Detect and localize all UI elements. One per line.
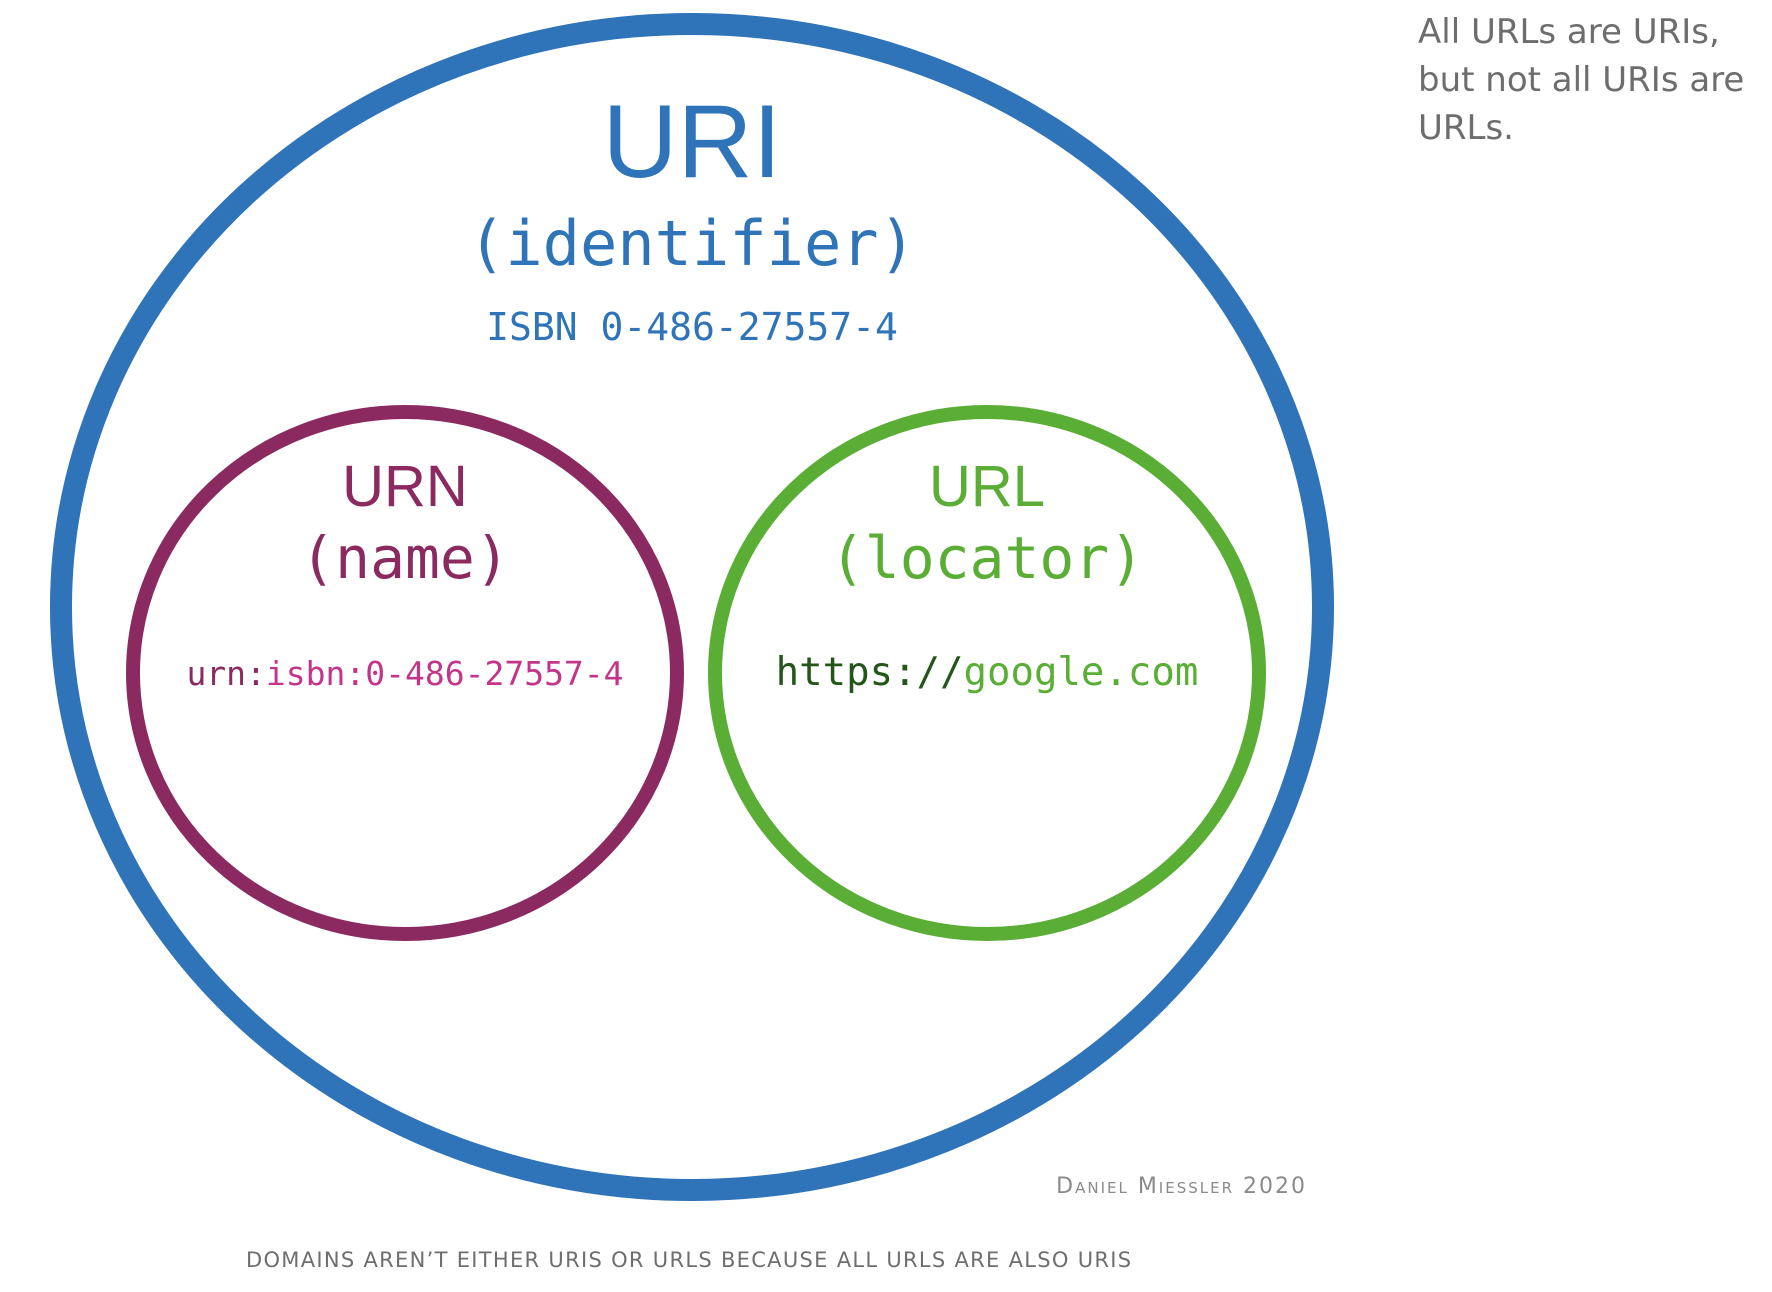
- url-circle: [708, 405, 1266, 941]
- url-example-rest: google.com: [964, 650, 1199, 695]
- credit-text: Daniel Miessler 2020: [1056, 1174, 1307, 1199]
- urn-circle: [126, 405, 684, 941]
- url-title: URL: [929, 454, 1045, 519]
- url-subtitle: (locator): [830, 524, 1144, 592]
- uri-circle: [50, 13, 1334, 1201]
- uri-subtitle: (identifier): [468, 207, 916, 280]
- uri-title: URI: [602, 84, 781, 200]
- url-example-prefix: https://: [776, 650, 964, 695]
- urn-example: urn:isbn:0-486-27557-4: [186, 654, 623, 693]
- uri-example: ISBN 0-486-27557-4: [486, 305, 898, 349]
- url-example: https://google.com: [776, 650, 1199, 695]
- urn-subtitle: (name): [300, 524, 510, 592]
- footer-caption: DOMAINS AREN’T EITHER URIS OR URLS BECAU…: [246, 1248, 1132, 1272]
- urn-example-prefix: urn:: [186, 654, 265, 693]
- urn-example-rest: isbn:0-486-27557-4: [266, 654, 624, 693]
- note-text: All URLs are URIs, but not all URIs are …: [1418, 12, 1745, 148]
- urn-title: URN: [342, 454, 468, 519]
